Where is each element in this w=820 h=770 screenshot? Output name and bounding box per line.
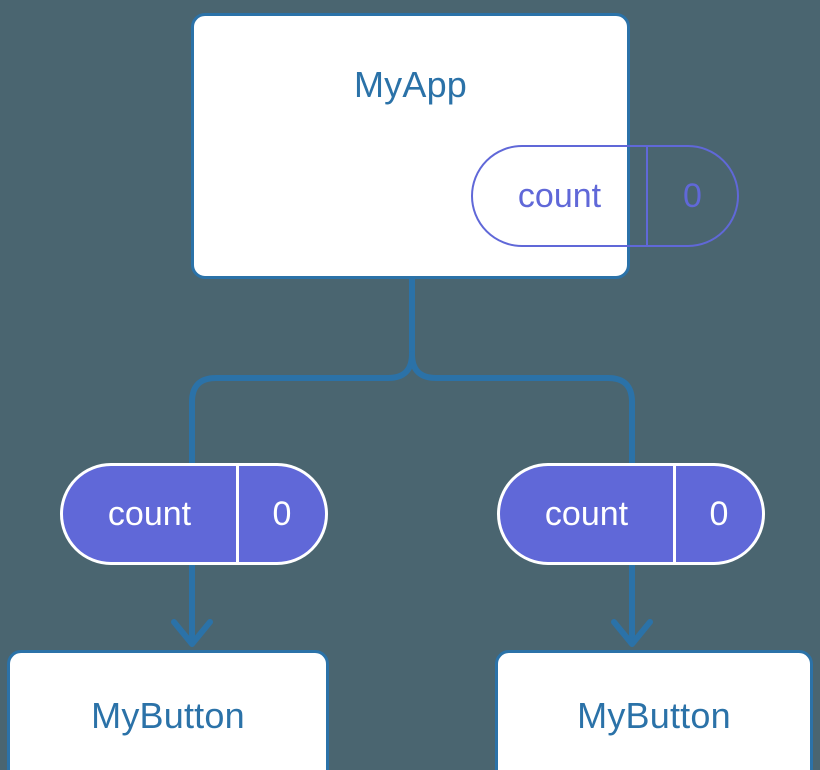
- component-title-myapp: MyApp: [353, 64, 468, 105]
- prop-pill-right-value: 0: [673, 466, 762, 562]
- state-pill-root-key: count: [517, 176, 602, 215]
- component-box-mybutton-left[interactable]: MyButton: [7, 650, 329, 770]
- component-title-mybutton-right: MyButton: [577, 695, 731, 736]
- component-title-mybutton-left: MyButton: [91, 695, 245, 736]
- arrow-head-left-icon: [171, 619, 213, 647]
- state-pill-root-value: 0: [646, 147, 737, 245]
- prop-pill-left-value: 0: [236, 466, 325, 562]
- prop-pill-right-key: count: [544, 494, 629, 533]
- component-box-mybutton-right[interactable]: MyButton: [495, 650, 813, 770]
- wire-branch-right: [409, 351, 635, 466]
- prop-pill-left[interactable]: count 0: [60, 463, 328, 565]
- state-pill-root[interactable]: count 0: [471, 145, 739, 247]
- arrow-head-right-icon: [611, 619, 653, 647]
- wire-branch-left: [189, 351, 415, 466]
- prop-pill-left-key: count: [107, 494, 192, 533]
- prop-pill-right[interactable]: count 0: [497, 463, 765, 565]
- component-box-myapp[interactable]: MyApp count 0: [191, 13, 739, 279]
